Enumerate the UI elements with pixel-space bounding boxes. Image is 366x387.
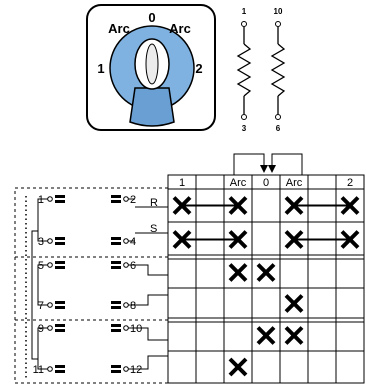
switching-table [167, 174, 365, 384]
wire [31, 230, 38, 360]
wire [135, 294, 168, 306]
line-label-r: R [150, 197, 158, 209]
closed-contact-mark [284, 230, 304, 249]
table-header-cell: Arc [286, 177, 303, 189]
terminal-label: 9 [38, 323, 44, 335]
table-header-cell: Arc [230, 177, 247, 189]
resistor-2-bottom-label: 6 [276, 124, 281, 133]
wire [135, 264, 168, 276]
wire [135, 327, 168, 341]
arrow-down-icon [268, 165, 276, 173]
closed-contact-mark [228, 357, 248, 377]
closed-contact-mark [256, 326, 276, 345]
pos-label-2: 2 [195, 61, 202, 76]
terminal-circle [275, 21, 281, 27]
terminal-circle [123, 325, 129, 331]
table-marks [172, 196, 360, 377]
table-header-cell: 2 [347, 177, 353, 189]
terminal-circle [123, 262, 129, 268]
resistor-1: 1 3 [236, 7, 252, 133]
resistor-2-top-label: 10 [274, 7, 283, 16]
terminal-circle [123, 238, 129, 244]
closed-contact-mark [172, 196, 192, 215]
closed-contact-mark [340, 230, 360, 249]
arrow-down-icon [260, 165, 268, 173]
knob-grip-ridge [145, 43, 159, 85]
resistor-1-top-label: 1 [242, 7, 247, 16]
terminal-circle [241, 114, 247, 120]
contact-pair: 11 12 [33, 364, 143, 376]
closed-contact-mark [340, 196, 360, 215]
terminal-label: 4 [130, 236, 136, 248]
terminal-label: 3 [38, 236, 44, 248]
table-header-row: 1 Arc 0 Arc 2 [179, 177, 353, 189]
terminal-label: 7 [38, 300, 44, 312]
terminal-label: 8 [130, 300, 136, 312]
terminal-circle [241, 21, 247, 27]
resistor-2: 10 6 [270, 7, 286, 133]
closed-contact-mark [228, 263, 248, 282]
wire [37, 198, 50, 242]
terminal-label: 12 [130, 364, 142, 376]
terminal-circle [47, 325, 53, 331]
closed-contact-mark [284, 294, 304, 313]
table-header-cell: 0 [263, 177, 269, 189]
terminal-label: 10 [130, 323, 142, 335]
closed-contact-mark [256, 263, 276, 282]
terminal-circle [47, 196, 53, 202]
terminal-circle [47, 366, 53, 372]
closed-contact-mark [172, 230, 192, 249]
zero-position-bracket [233, 153, 303, 175]
wire [37, 327, 50, 370]
line-label-s: S [150, 223, 157, 235]
terminal-label: 1 [38, 194, 44, 206]
terminal-circle [47, 262, 53, 268]
closed-contact-mark [284, 196, 304, 215]
resistor-zigzag [236, 43, 252, 97]
table-header-cell: 1 [179, 177, 185, 189]
terminal-circle [275, 114, 281, 120]
pos-label-1: 1 [97, 61, 104, 76]
closed-contact-mark [228, 230, 248, 249]
resistor-1-bottom-label: 3 [242, 124, 247, 133]
wire [135, 355, 168, 370]
wire [37, 264, 50, 306]
terminal-circle [123, 196, 129, 202]
terminal-circle [123, 302, 129, 308]
knob-pointer [129, 87, 175, 127]
terminal-label: 2 [130, 194, 136, 206]
table-frame [167, 174, 365, 384]
switch-face: Arc 0 Arc 1 2 [86, 4, 216, 131]
terminal-label: 6 [130, 260, 136, 272]
terminal-circle [47, 238, 53, 244]
pos-label-zero: 0 [148, 10, 155, 25]
terminal-circle [123, 366, 129, 372]
contact-pair: 9 10 [38, 323, 142, 335]
closed-contact-mark [284, 326, 304, 345]
terminal-label: 5 [38, 260, 44, 272]
pos-label-arc-left: Arc [108, 21, 130, 36]
pos-label-arc-right: Arc [169, 21, 191, 36]
terminal-circle [47, 302, 53, 308]
terminal-label: 11 [33, 364, 44, 376]
closed-contact-mark [228, 196, 248, 215]
resistor-zigzag [270, 43, 286, 97]
contact-schematic: R S [14, 187, 169, 384]
